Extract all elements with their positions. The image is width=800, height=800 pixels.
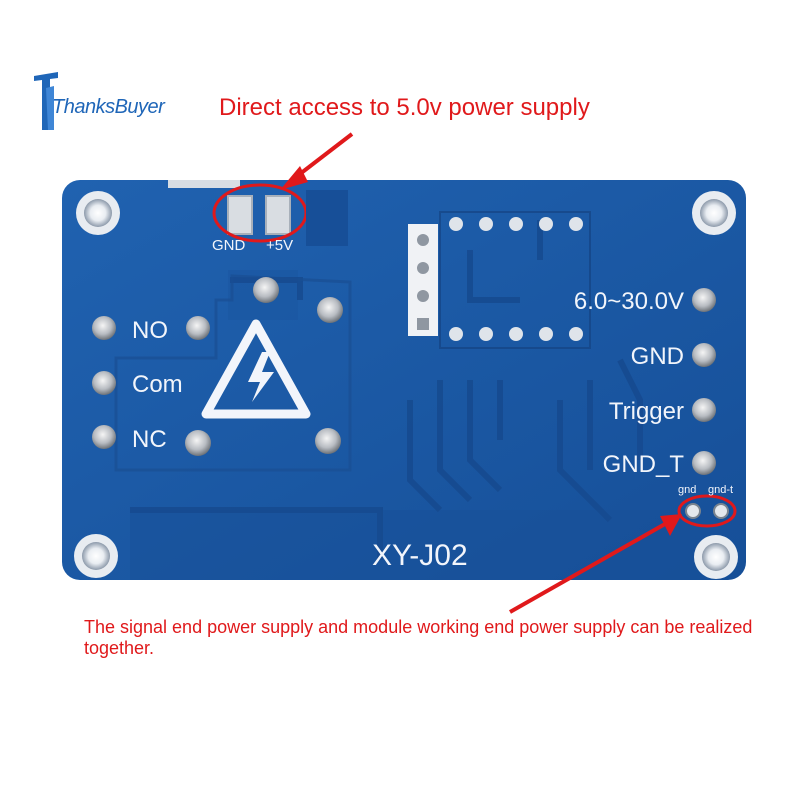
relay-label-com: Com bbox=[132, 371, 183, 398]
terminal-label-gnd-t: GND_T bbox=[603, 451, 685, 478]
board-model-label: XY-J02 bbox=[372, 539, 468, 572]
high-voltage-warning-icon bbox=[201, 319, 311, 419]
gnd-pad bbox=[227, 195, 253, 235]
plus5v-pad-label: +5V bbox=[266, 237, 293, 254]
plus5v-pad bbox=[265, 195, 291, 235]
terminal-label-trigger: Trigger bbox=[609, 398, 684, 425]
relay-label-no: NO bbox=[132, 317, 168, 344]
terminal-label-voltage: 6.0~30.0V bbox=[574, 288, 684, 315]
logo-text: ThanksBuyer bbox=[52, 96, 165, 118]
highlight-circle-bottom bbox=[677, 494, 737, 528]
arrow-to-small-pads bbox=[509, 514, 682, 614]
relay-label-nc: NC bbox=[132, 426, 167, 453]
arrow-to-top-pads bbox=[280, 132, 354, 190]
gnd-pad-label: GND bbox=[212, 237, 246, 254]
small-pad-label-gnd: gnd bbox=[678, 484, 696, 496]
callout-top-text: Direct access to 5.0v power supply bbox=[219, 94, 590, 121]
terminal-label-gnd: GND bbox=[631, 343, 684, 370]
thanksbuyer-logo-mark bbox=[34, 72, 58, 130]
small-pad-label-gnd-t: gnd-t bbox=[708, 484, 733, 496]
callout-bottom-text: The signal end power supply and module w… bbox=[84, 617, 753, 658]
